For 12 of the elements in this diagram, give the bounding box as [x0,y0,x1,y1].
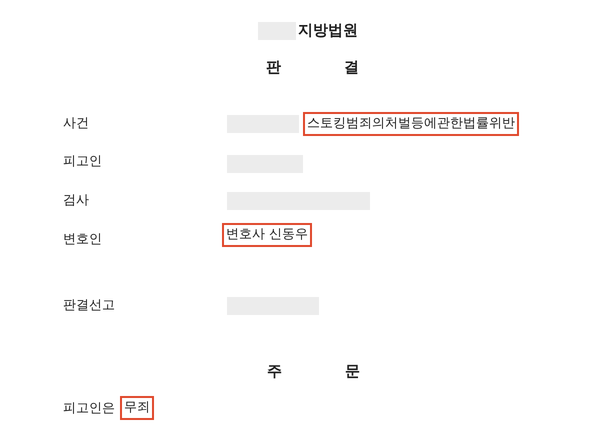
field-label: 판결선고 [63,297,115,315]
field-label: 사건 [63,115,89,133]
section-heading: 주 문 [267,362,360,380]
verdict-text: 피고인은 [63,400,115,418]
court-title: 지방법원 [298,21,358,39]
highlight-box: 무죄 [120,396,154,420]
field-label: 변호인 [63,231,102,249]
field-label: 검사 [63,192,89,210]
highlight-box: 변호사 신동우 [222,223,312,247]
field-label: 피고인 [63,153,102,171]
document-heading: 판 결 [266,58,360,76]
highlight-box: 스토킹범죄의처벌등에관한법률위반 [303,112,519,136]
